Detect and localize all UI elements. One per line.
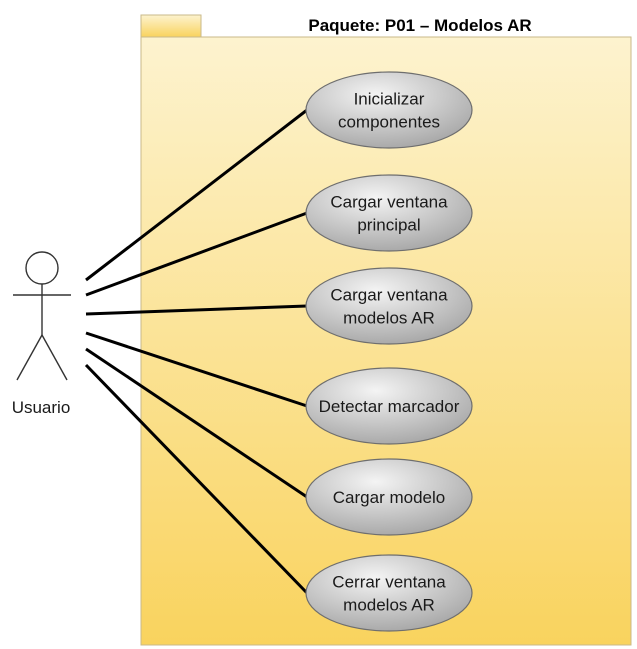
association-line-cargar-ventana-principal bbox=[85, 211, 308, 297]
use-case-cargar-ventana-modelos-ar[interactable]: Cargar ventana modelos AR bbox=[305, 267, 473, 345]
use-case-label: Cerrar ventana bbox=[332, 573, 446, 592]
association-line-cerrar-ventana-modelos-ar bbox=[84, 363, 309, 595]
use-case-ellipse bbox=[305, 267, 473, 345]
association-line-detectar-marcador bbox=[85, 331, 308, 408]
use-case-label: modelos AR bbox=[343, 309, 435, 328]
use-case-label: Cargar ventana bbox=[330, 286, 448, 305]
association-line-cargar-ventana-modelos-ar bbox=[85, 304, 308, 316]
use-case-label: componentes bbox=[338, 113, 440, 132]
use-case-ellipse bbox=[305, 367, 473, 445]
use-case-label: Cargar ventana bbox=[330, 193, 448, 212]
association-line-inicializar-componentes bbox=[85, 108, 308, 282]
actor-right-leg bbox=[41, 334, 68, 381]
use-case-cargar-ventana-principal[interactable]: Cargar ventana principal bbox=[305, 174, 473, 252]
use-case-cargar-modelo[interactable]: Cargar modelo bbox=[305, 458, 473, 536]
use-case-label: principal bbox=[357, 216, 420, 235]
use-case-ellipse bbox=[305, 174, 473, 252]
associations bbox=[84, 108, 309, 595]
use-case-ellipse bbox=[305, 71, 473, 149]
package-tab bbox=[140, 14, 202, 38]
association-line-cargar-modelo bbox=[85, 347, 308, 499]
actor-usuario[interactable]: Usuario bbox=[12, 251, 71, 417]
use-case-label: Cargar modelo bbox=[333, 488, 445, 507]
actor-label: Usuario bbox=[12, 398, 71, 417]
use-case-ellipse bbox=[305, 458, 473, 536]
use-case-inicializar-componentes[interactable]: Inicializar componentes bbox=[305, 71, 473, 149]
use-case-detectar-marcador[interactable]: Detectar marcador bbox=[305, 367, 473, 445]
use-case-label: Inicializar bbox=[354, 90, 425, 109]
actor-left-leg bbox=[16, 334, 43, 381]
use-case-label: modelos AR bbox=[343, 596, 435, 615]
use-case-cerrar-ventana-modelos-ar[interactable]: Cerrar ventana modelos AR bbox=[305, 554, 473, 632]
actor-head bbox=[25, 251, 59, 285]
use-case-label: Detectar marcador bbox=[319, 397, 460, 416]
use-case-ellipse bbox=[305, 554, 473, 632]
package-title: Paquete: P01 – Modelos AR bbox=[308, 16, 531, 35]
